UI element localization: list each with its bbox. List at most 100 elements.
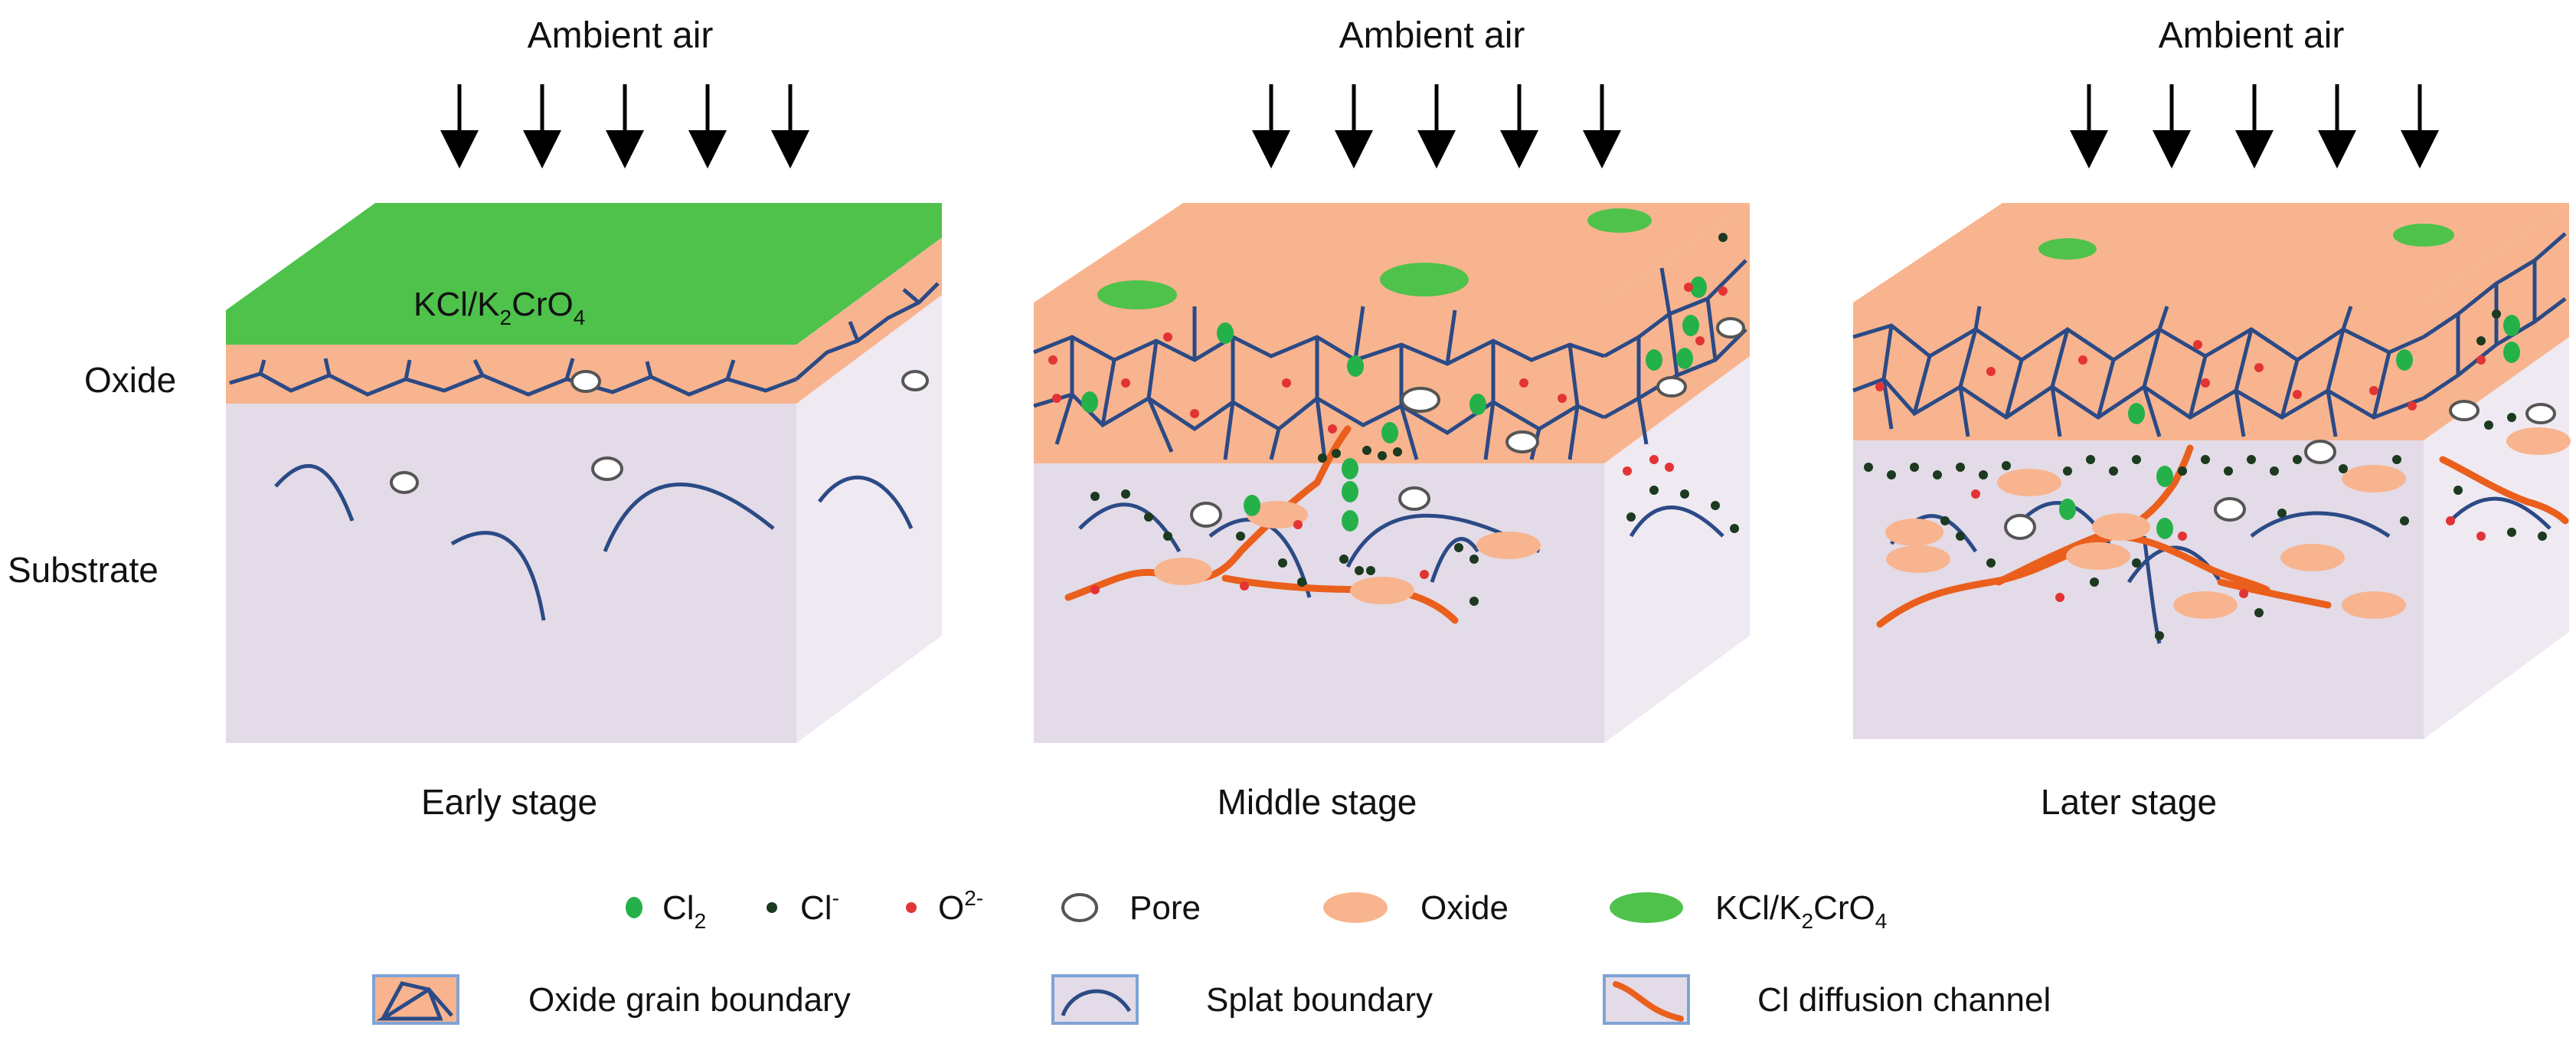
svg-text:KCl/K2CrO4: KCl/K2CrO4: [414, 286, 585, 329]
chloride-ions: [1864, 309, 2547, 640]
cl-ion-dot-icon: [2400, 516, 2409, 525]
pore-icon: [2004, 514, 2036, 540]
cl2-dot-icon: [2059, 499, 2076, 520]
o2-dot-icon: [2254, 363, 2264, 372]
cl-ion-dot-icon: [1680, 489, 1689, 499]
oxide-particle-icon: [2342, 465, 2406, 492]
o2-dot-icon: [1328, 424, 1337, 434]
cl-ion-dot-icon: [2002, 461, 2011, 470]
cl-ion-dot-icon: [1378, 451, 1387, 460]
legend-pore: Pore: [1061, 889, 1201, 927]
cl2-dot-icon: [1469, 394, 1486, 415]
air-arrows: [440, 84, 809, 169]
o2-dot-icon: [1240, 581, 1249, 591]
cl2-dot-icon: [2156, 466, 2173, 487]
stage-label: Middle stage: [1218, 782, 1417, 822]
oxygen-ions: [1875, 340, 2486, 602]
pore-icon: [591, 456, 623, 481]
cl-ion-dot-icon: [1649, 486, 1659, 495]
cl2-dot-icon: [1342, 481, 1358, 502]
legend-cl2: Cl2: [626, 889, 706, 933]
pore-icon: [570, 370, 601, 393]
cl-ion-dot-icon: [1730, 524, 1739, 533]
cl-ion-dot-icon: [2247, 455, 2256, 464]
cl-ion-dot-icon: [1144, 512, 1153, 522]
cl-ion-dot-icon: [1979, 470, 1988, 479]
o2-dot-icon: [2193, 340, 2202, 349]
legend-grain-boundary: Oxide grain boundary: [372, 974, 851, 1025]
cl-ion-dot-icon: [2484, 420, 2493, 430]
svg-text:Cl2: Cl2: [662, 889, 706, 933]
cl-ion-dot-icon: [1332, 449, 1341, 458]
cl-ion-dot-icon: [1956, 532, 1965, 541]
cl2-dot-icon: [1381, 422, 1398, 443]
cl-ion-dot-icon: [1278, 558, 1287, 568]
oxide-layer-top: [1034, 203, 1750, 303]
cl-ion-dot-icon: [1355, 566, 1364, 575]
cl-ion-dot-icon: [2090, 577, 2099, 587]
air-arrows: [2070, 84, 2439, 169]
oxide-particle-icon: [1350, 577, 1414, 604]
pore-icon: [390, 471, 419, 494]
cl-ion-dot-icon: [1297, 577, 1306, 587]
oxide-particle-icon: [1154, 558, 1212, 585]
legend-o2: O2-: [906, 886, 983, 927]
cl-ion-dot-icon: [2507, 528, 2516, 537]
cl-ion-dot-icon: [1933, 470, 1942, 479]
cl2-dot-icon: [1081, 391, 1098, 413]
cl-ion-dot-icon: [1940, 516, 1950, 525]
pore-icon: [2449, 400, 2480, 421]
oxide-layer-side: [796, 237, 942, 404]
pore-icon: [2304, 440, 2336, 464]
oxide-grain-boundaries: [1033, 259, 1747, 460]
cl-ion-dot-icon: [1362, 446, 1371, 455]
substrate-front: [226, 404, 796, 743]
cl2-dot-icon: [1244, 495, 1260, 516]
svg-text:Oxide grain boundary: Oxide grain boundary: [528, 981, 851, 1019]
cl-ion-dot-icon: [1956, 463, 1965, 472]
cl2-dot-icon: [1676, 348, 1693, 369]
salt-islands: [2038, 224, 2454, 260]
o2-dot-icon: [1718, 286, 1728, 296]
cl-ion-dot-icon: [2453, 486, 2463, 495]
cl-ion-dot-icon: [1318, 453, 1327, 463]
pore-icon: [1190, 502, 1222, 528]
substrate-side: [796, 295, 942, 743]
cl-ion-dot-icon: [2277, 509, 2287, 518]
substrate-side: [1604, 356, 1750, 743]
o2-dot-icon: [1121, 378, 1130, 388]
cl-ion-dot-icon: [2224, 466, 2233, 476]
o2-dot-icon: [2293, 390, 2302, 399]
salt-islands: [1097, 208, 1652, 309]
o2-dot-icon: [2178, 532, 2187, 541]
substrate-front: [1034, 463, 1604, 743]
pores: [2004, 400, 2556, 540]
o2-dot-icon: [1293, 520, 1303, 529]
pore-icon: [2525, 403, 2556, 424]
o2-dot-icon: [2201, 378, 2210, 388]
pore-icon: [1505, 430, 1539, 453]
cl2-dot-icon: [2156, 518, 2173, 539]
o2-dot-icon: [1558, 394, 1567, 403]
pore-icon: [1401, 387, 1440, 413]
salt-island-icon: [2393, 224, 2454, 247]
legend: Cl2 Cl- O2- Pore Oxide KCl/K2CrO4 Oxide …: [372, 886, 2051, 1025]
o2-dot-icon: [1048, 355, 1058, 365]
ambient-air-label: Ambient air: [1339, 15, 1525, 56]
splat-boundary-box-icon: [1051, 974, 1139, 1025]
oxide-particle-icon: [2342, 591, 2406, 619]
o2-dot-icon: [1665, 463, 1674, 472]
cl2-dot-icon: [1347, 355, 1364, 377]
splat-boundaries: [274, 464, 914, 621]
o2-dot-icon: [1190, 409, 1199, 418]
svg-text:O2-: O2-: [938, 886, 983, 927]
oxide-layer-front: [1853, 303, 2424, 440]
cl2-dot-icon: [1342, 510, 1358, 532]
o2-dot-icon: [1875, 382, 1885, 391]
green-ellipse-icon: [1610, 892, 1683, 923]
cl-ion-dot-icon: [1864, 463, 1873, 472]
legend-diffusion-channel: Cl diffusion channel: [1603, 974, 2051, 1025]
cl2-dot-icon: [1217, 322, 1234, 344]
ambient-air-label: Ambient air: [528, 15, 714, 56]
oxide-grain-boundaries: [229, 282, 940, 397]
